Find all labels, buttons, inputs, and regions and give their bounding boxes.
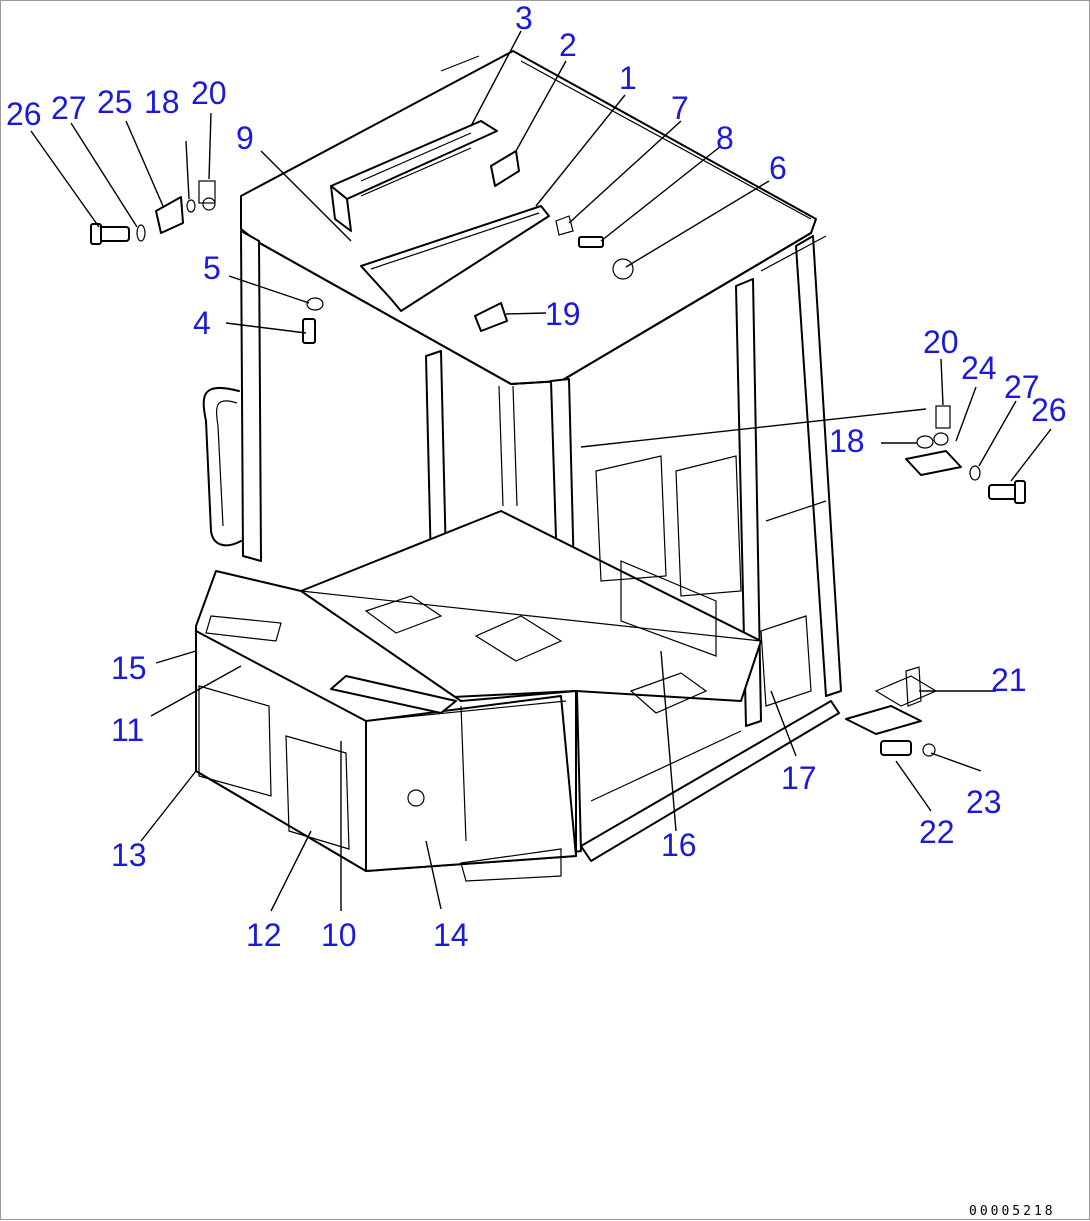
leader-lines (30, 30, 1052, 912)
callout-19: 19 (545, 296, 581, 332)
rear-panels (595, 455, 742, 657)
cab-base (580, 700, 840, 862)
callout-21: 21 (991, 662, 1027, 698)
callout-4: 4 (193, 305, 211, 341)
callout-11: 11 (111, 712, 144, 748)
callout-17: 17 (781, 760, 817, 796)
hardware-left-bolt (90, 180, 216, 245)
callout-5: 5 (203, 250, 221, 286)
callout-1: 1 (619, 60, 637, 96)
callout-18-left: 18 (144, 84, 180, 120)
callout-22: 22 (919, 814, 955, 850)
roof-duct (330, 120, 498, 232)
callout-3: 3 (515, 1, 533, 36)
callout-27-left: 27 (51, 90, 87, 126)
callout-26-left: 26 (6, 96, 42, 132)
callout-16: 16 (661, 827, 697, 863)
callout-25: 25 (97, 84, 133, 120)
right-lower-panel (760, 615, 812, 707)
callout-23: 23 (966, 784, 1002, 820)
callout-24: 24 (961, 350, 997, 386)
callout-8: 8 (716, 120, 734, 156)
callout-20-right: 20 (923, 324, 959, 360)
callout-numbers: 1 2 3 4 5 6 7 8 9 10 11 12 13 14 15 16 1… (6, 1, 1067, 953)
callout-13: 13 (111, 837, 147, 873)
callout-27-right: 27 (1004, 369, 1040, 405)
roof-cover (360, 205, 550, 312)
hardware-right-bolt (905, 405, 1026, 504)
cab-floor (300, 510, 762, 714)
callout-7: 7 (671, 90, 689, 126)
callout-18-right: 18 (829, 423, 865, 459)
callout-26-right: 26 (1031, 392, 1067, 428)
callout-20-left: 20 (191, 75, 227, 111)
callout-14: 14 (433, 917, 469, 953)
callout-9: 9 (236, 120, 254, 156)
hardware-bracket (845, 666, 938, 757)
drawing-code: 00005218 (969, 1204, 1056, 1219)
front-console (195, 570, 577, 882)
callout-12: 12 (246, 917, 282, 953)
roof-filter (490, 150, 520, 187)
callout-6: 6 (769, 150, 787, 186)
callout-15: 15 (111, 650, 147, 686)
grab-handle (202, 386, 242, 547)
hardware-roof-bolts (302, 215, 634, 344)
callout-2: 2 (559, 27, 577, 63)
callout-10: 10 (321, 917, 357, 953)
